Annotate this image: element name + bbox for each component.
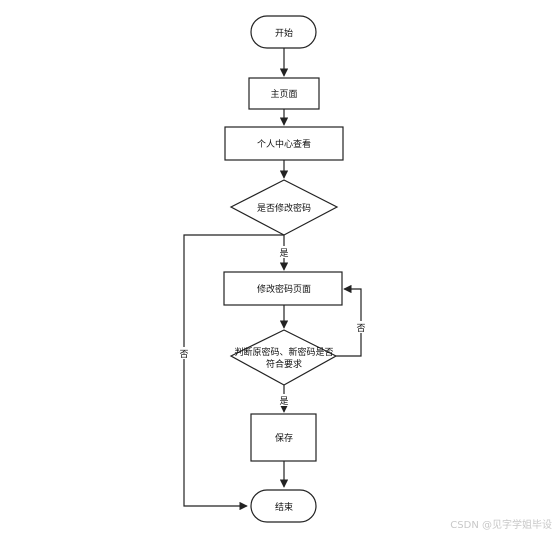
home-node: 主页面: [248, 77, 320, 110]
edge-label-no-check: 否: [356, 323, 365, 334]
decision-check-label-line2: 符合要求: [266, 358, 302, 370]
home-label: 主页面: [270, 88, 297, 100]
save-node: 保存: [250, 413, 317, 462]
start-label: 开始: [275, 27, 293, 39]
modify-page-node: 修改密码页面: [223, 271, 343, 306]
modify-page-label: 修改密码页面: [257, 283, 311, 295]
edge-decision-no-to-end: [183, 234, 284, 511]
decision-check-label-line1: 判断原密码、新密码是否: [234, 346, 333, 358]
profile-node: 个人中心查看: [224, 126, 344, 161]
end-label: 结束: [275, 501, 293, 513]
start-node: 开始: [250, 15, 317, 49]
profile-label: 个人中心查看: [257, 138, 311, 150]
save-label: 保存: [275, 432, 293, 444]
decision-modify-node: 是否修改密码: [229, 179, 339, 236]
decision-check-node: 判断原密码、新密码是否 符合要求: [229, 329, 338, 386]
edge-label-no-modify: 否: [179, 349, 188, 360]
decision-modify-label: 是否修改密码: [257, 202, 311, 214]
end-node: 结束: [250, 489, 317, 523]
watermark: CSDN @见字学姐毕设: [450, 520, 552, 531]
edge-label-yes-check: 是: [279, 396, 288, 407]
edge-label-yes-modify: 是: [279, 248, 288, 259]
